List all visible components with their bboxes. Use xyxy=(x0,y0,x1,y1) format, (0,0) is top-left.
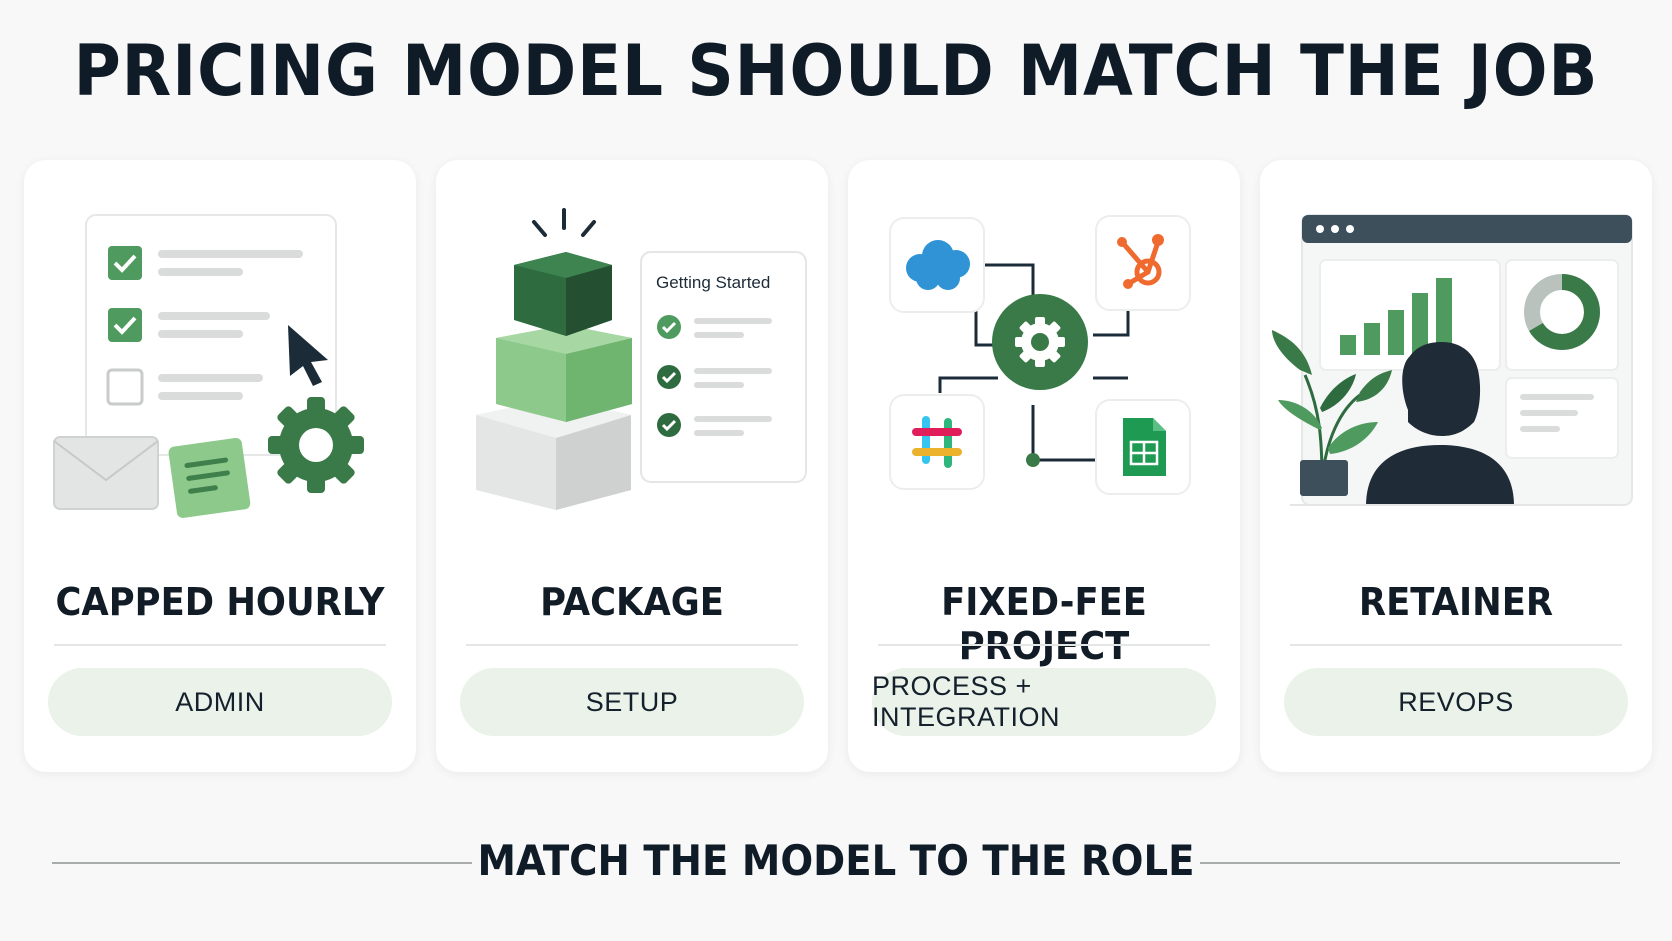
spark-lines-icon xyxy=(532,208,596,237)
gear-hub-icon xyxy=(992,294,1088,390)
check-circle-icon xyxy=(657,315,681,339)
footer-rule-right xyxy=(1200,862,1620,864)
footer-tagline: MATCH THE MODEL TO THE ROLE xyxy=(477,836,1195,885)
role-pill: ADMIN xyxy=(48,668,392,736)
card-package: Getting Started PACKAGE SETUP xyxy=(436,160,828,772)
admin-illustration xyxy=(53,214,364,518)
note-icon xyxy=(168,437,251,518)
footer-rule-left xyxy=(52,862,472,864)
page-title: PRICING MODEL SHOULD MATCH THE JOB xyxy=(73,30,1599,112)
role-pill: REVOPS xyxy=(1284,668,1628,736)
checklist-panel xyxy=(640,251,807,483)
setup-illustration: Getting Started xyxy=(476,208,807,510)
revops-illustration xyxy=(1272,214,1633,506)
hub-app-icon xyxy=(1095,215,1191,311)
checked-box-icon xyxy=(108,246,142,280)
divider xyxy=(1290,644,1622,646)
bar-chart-icon xyxy=(1340,278,1452,355)
divider xyxy=(466,644,798,646)
check-circle-icon xyxy=(657,413,681,437)
gear-icon xyxy=(268,397,364,493)
donut-chart-icon xyxy=(1524,274,1600,350)
card-capped-hourly: CAPPED HOURLY ADMIN xyxy=(24,160,416,772)
check-circle-icon xyxy=(657,365,681,389)
cloud-app-icon xyxy=(889,217,985,313)
checklist-title: Getting Started xyxy=(656,273,770,292)
divider xyxy=(54,644,386,646)
plant-icon xyxy=(1272,330,1392,496)
model-title: RETAINER xyxy=(1358,580,1554,624)
spreadsheet-app-icon xyxy=(1095,399,1191,495)
role-pill: PROCESS + INTEGRATION xyxy=(872,668,1216,736)
checked-box-icon xyxy=(108,308,142,342)
empty-checkbox-icon xyxy=(106,368,144,406)
model-title: CAPPED HOURLY xyxy=(55,580,385,624)
middle-block-icon xyxy=(496,325,632,422)
card-fixed-fee-project: FIXED-FEE PROJECT PROCESS + INTEGRATION xyxy=(848,160,1240,772)
top-block-icon xyxy=(514,252,612,336)
card-retainer: RETAINER REVOPS xyxy=(1260,160,1652,772)
envelope-icon xyxy=(53,436,159,510)
chat-app-icon xyxy=(889,394,985,490)
integration-illustration xyxy=(889,215,1191,495)
role-pill: SETUP xyxy=(460,668,804,736)
cursor-icon xyxy=(288,325,328,386)
model-title: PACKAGE xyxy=(540,580,724,624)
person-icon xyxy=(1366,342,1514,506)
model-title: FIXED-FEE PROJECT xyxy=(941,580,1147,668)
divider xyxy=(878,644,1210,646)
